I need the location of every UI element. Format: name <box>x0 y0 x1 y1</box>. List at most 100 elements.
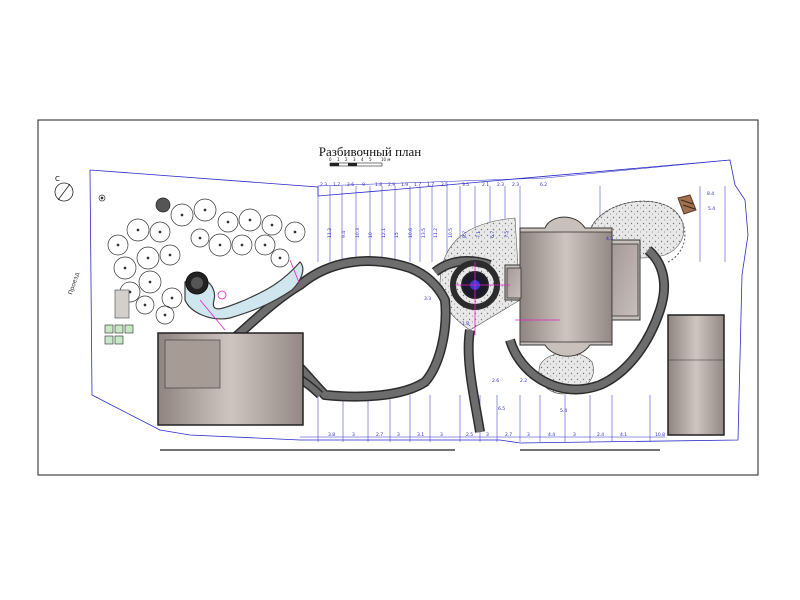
tree <box>155 305 175 325</box>
dimension-label: 6.2 <box>540 182 547 188</box>
scale-bar: 0 1 2 3 4 5 10 м <box>329 157 390 167</box>
tree <box>261 214 283 236</box>
dimension-label: 6.7 <box>490 231 496 238</box>
tree <box>155 197 171 213</box>
garden-edging <box>589 200 686 263</box>
tree <box>208 233 232 257</box>
side-building <box>667 314 725 436</box>
tree <box>138 270 162 294</box>
tree <box>136 246 160 270</box>
tree <box>161 287 183 309</box>
scale-tick: 3 <box>353 157 356 162</box>
dimension-label: 11.2 <box>433 228 439 238</box>
dimension-label: 1.7 <box>333 182 340 188</box>
dimension-label: 3 <box>397 432 400 438</box>
tree <box>254 234 276 256</box>
dimension-label: 1.8 <box>462 321 469 327</box>
plan-title: Разбивочный план <box>318 144 422 159</box>
scale-tick: 0 <box>329 157 332 162</box>
dimension-label: 1.7 <box>414 182 421 188</box>
tree-trunk <box>218 243 222 247</box>
dimension-label: 1.8 <box>375 182 382 188</box>
tree-trunk <box>293 230 297 234</box>
tree <box>238 208 262 232</box>
dimension-label: 2.2 <box>520 378 527 384</box>
scale-end-label: 10 м <box>381 157 390 162</box>
scale-tick: 5 <box>369 157 372 162</box>
shed <box>114 289 130 319</box>
dimension-label: 4.1 <box>620 432 627 438</box>
scale-tick: 1 <box>337 157 340 162</box>
dimension-label: 1.7 <box>427 182 434 188</box>
dimension-label: 8.7 <box>462 231 468 238</box>
north-label: С <box>55 175 60 183</box>
dimension-label: 3.5 <box>462 182 469 188</box>
dimension-label: 4.3 <box>606 236 613 242</box>
dimension-label: 2.5 <box>466 432 473 438</box>
tree-trunk <box>203 208 207 212</box>
tree-trunk <box>240 243 244 247</box>
planters <box>104 324 134 345</box>
dimension-label: 15 <box>394 232 400 238</box>
dimension-label: 3.3 <box>424 296 431 302</box>
dimension-label: 2.5 <box>441 182 448 188</box>
tree <box>217 211 239 233</box>
tree-trunk <box>170 296 174 300</box>
dimension-label: 9.4 <box>341 231 347 238</box>
dimension-line <box>544 159 731 179</box>
tree-trunk <box>128 290 132 294</box>
dimension-label: 5.4 <box>708 206 715 212</box>
dimension-label: 2.6 <box>492 378 499 384</box>
tree-trunk <box>248 218 252 222</box>
tree <box>190 228 210 248</box>
tree-trunk <box>123 266 127 270</box>
tree-trunk <box>198 236 202 240</box>
dimension-label: 2.7 <box>505 432 512 438</box>
dimension-label: 7.5 <box>504 231 510 238</box>
north-arrow: С <box>54 175 74 202</box>
dimension-label: 2.9 <box>388 182 395 188</box>
tree-group <box>98 194 306 325</box>
tree <box>270 248 290 268</box>
sheet-frame <box>37 119 759 476</box>
dimension-label: 2.3 <box>512 182 519 188</box>
tree-trunk <box>163 313 167 317</box>
misc-dimension-labels: 3.3 1.8 6.5 5.4 4.3 2.2 2.6 8.4 5.4 <box>424 191 715 414</box>
dimension-label: 10.8 <box>655 432 665 438</box>
tree-trunk <box>168 253 172 257</box>
tree-trunk <box>136 228 140 232</box>
tree <box>170 203 194 227</box>
dimension-label: 3 <box>527 432 530 438</box>
dimension-label: 2.3 <box>497 182 504 188</box>
dimension-label: 10 <box>368 232 374 238</box>
dimension-label: 4.4 <box>548 432 555 438</box>
scale-tick: 4 <box>361 157 364 162</box>
dimension-label: 3 <box>573 432 576 438</box>
accent-marks <box>199 259 560 335</box>
tree-trunk <box>143 303 147 307</box>
tree <box>149 221 171 243</box>
dimension-label: 6.5 <box>498 406 505 412</box>
dimension-label: 10.5 <box>448 228 454 238</box>
dimension-label: 1.9 <box>401 182 408 188</box>
tree-trunk <box>146 256 150 260</box>
tree-trunk <box>116 243 120 247</box>
tree <box>284 221 306 243</box>
dimension-label: 10.3 <box>355 228 361 238</box>
dimension-label: 7.1 <box>476 231 482 238</box>
scale-tick: 2 <box>345 157 348 162</box>
dimension-label: 3.8 <box>328 432 335 438</box>
tree <box>126 218 150 242</box>
dimension-label: 8.4 <box>707 191 714 197</box>
tree <box>193 198 217 222</box>
tree-trunk <box>226 220 230 224</box>
dimension-label: 2.7 <box>376 432 383 438</box>
tree <box>231 234 253 256</box>
garden-path <box>465 329 484 433</box>
dimension-label: 13.5 <box>421 228 427 238</box>
dimension-label: 5.4 <box>560 408 567 414</box>
dimension-label: 3 <box>486 432 489 438</box>
site-boundary <box>89 159 749 444</box>
